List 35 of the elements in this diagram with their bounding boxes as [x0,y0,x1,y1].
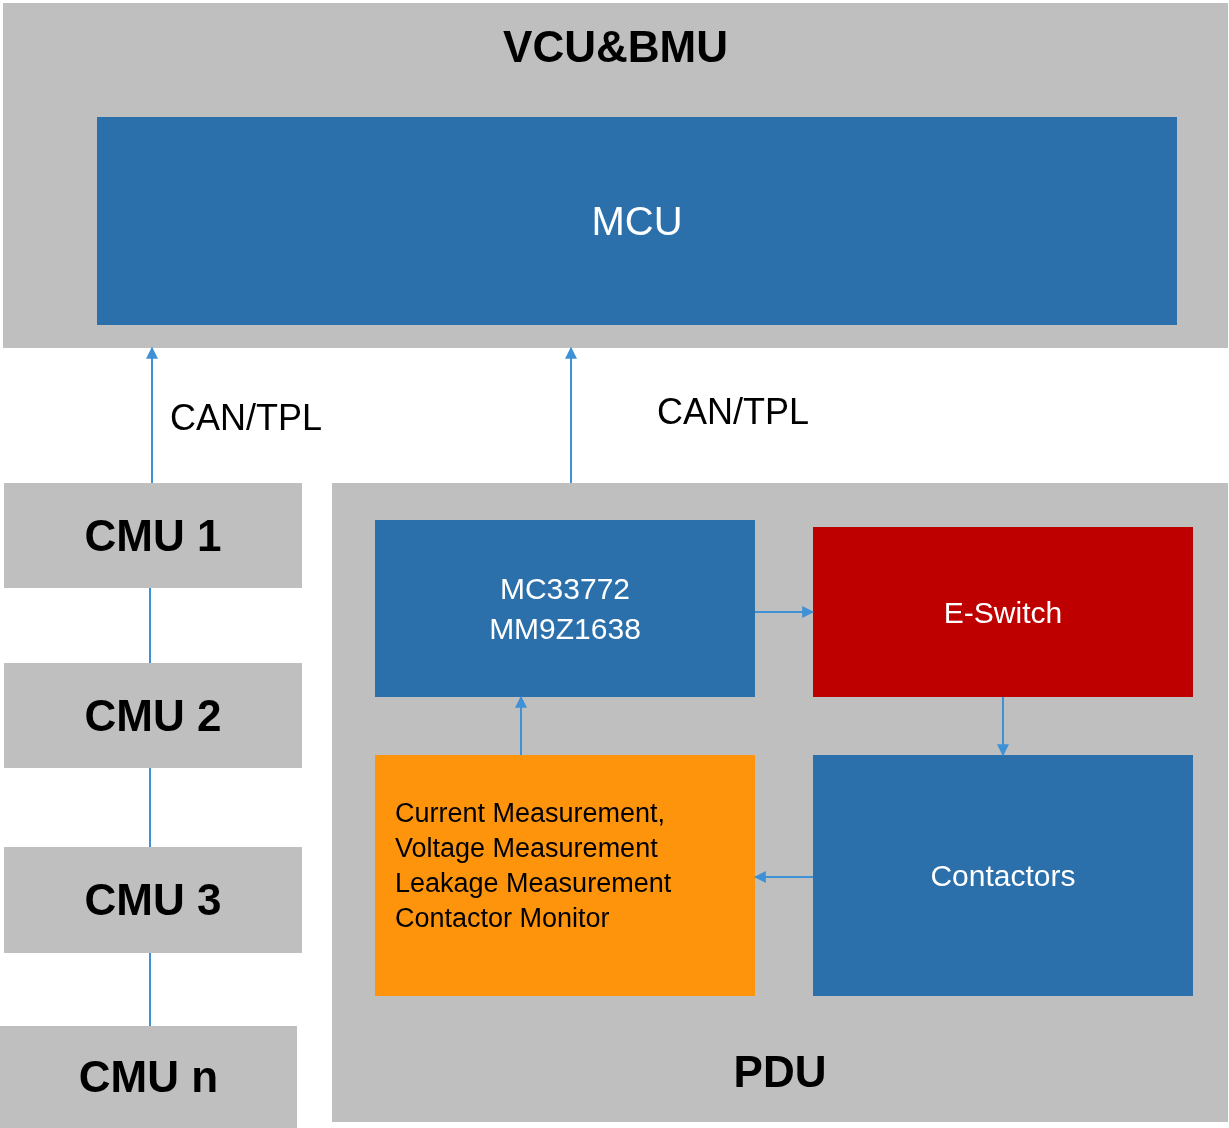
box-label: MC33772 [499,570,631,607]
mcu-box [97,117,1177,325]
switch-box [813,527,1193,697]
arrow [997,696,1009,757]
box-label: Contactors [930,858,1076,894]
box-label: CMU 1 [84,509,222,562]
cmu-box [4,663,302,768]
box-label: CMU 3 [84,874,222,926]
arrow [146,346,158,484]
connector-line [149,767,151,848]
cmu-box [4,483,302,588]
contactors-box [813,755,1193,996]
box-label: Leakage Measurement [395,866,672,900]
pdu-panel [332,483,1228,1122]
box-label: Contactor Monitor [395,901,610,935]
panel-title: VCU&BMU [503,25,728,69]
box-label: E-Switch [943,594,1063,631]
connector-line [149,587,151,664]
arrow [754,606,815,618]
chip-box [375,520,755,697]
box-label: Current Measurement, [395,796,666,830]
arrow [565,346,577,484]
arrow [515,695,527,756]
box-label: CMU n [78,1051,219,1103]
panel-title: PDU [733,1050,827,1094]
connector-line [149,952,151,1027]
box-label: CMU 2 [84,689,222,742]
cmu-box [4,847,302,953]
box-label: Voltage Measurement [395,831,658,865]
cmu-box [0,1026,297,1128]
measurement-box [375,755,755,996]
system-panel [3,3,1228,348]
box-label: MCU [591,198,683,245]
box-label: MM9Z1638 [489,610,641,647]
arrow [753,871,814,883]
